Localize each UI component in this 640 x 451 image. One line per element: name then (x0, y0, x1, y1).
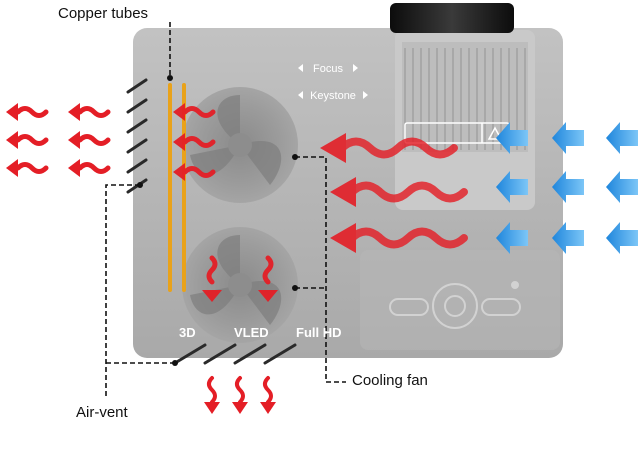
feature-fullhd-label: Full HD (296, 325, 342, 340)
control-panel (360, 250, 560, 350)
bottom-air-vent (173, 343, 297, 365)
feature-vled-label: VLED (234, 325, 269, 340)
leader-dots (137, 75, 298, 366)
control-buttons (389, 281, 521, 329)
left-air-vent (126, 78, 148, 194)
cooling-fan-label: Cooling fan (352, 372, 428, 389)
cold-air-intake (496, 122, 638, 254)
left-exhaust-arrows (6, 103, 108, 177)
feature-3d-label: 3D (179, 325, 196, 340)
focus-control (298, 64, 358, 72)
internal-hot-air (173, 103, 278, 302)
bottom-exhaust-arrows (202, 376, 278, 416)
copper-tubes-label: Copper tubes (58, 5, 149, 22)
lens (390, 3, 535, 210)
leader-lines (105, 22, 346, 398)
keystone-control (298, 91, 368, 99)
air-vent-label: Air-vent (76, 404, 128, 421)
keystone-label: Keystone (310, 90, 356, 102)
focus-label: Focus (313, 63, 343, 75)
